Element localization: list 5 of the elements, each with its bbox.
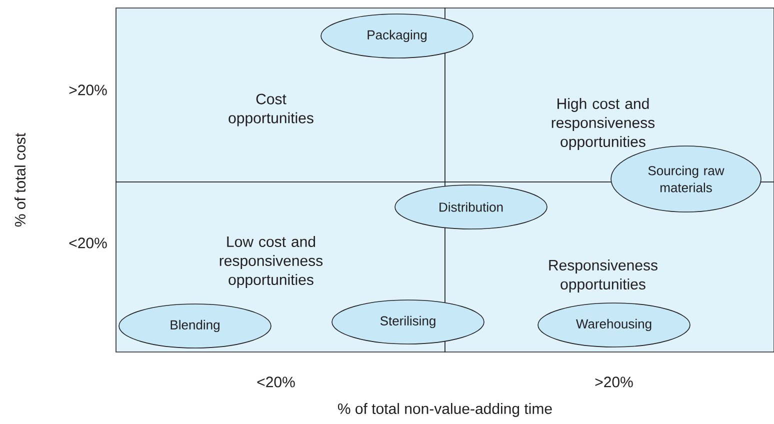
axis-title: % of total non-value-adding time bbox=[338, 403, 552, 417]
axis-title: % of total cost bbox=[14, 133, 26, 227]
axis-tick-label: >20% bbox=[595, 376, 633, 388]
axis-tick-label: <20% bbox=[257, 376, 295, 388]
axis-tick-label: <20% bbox=[69, 238, 107, 248]
